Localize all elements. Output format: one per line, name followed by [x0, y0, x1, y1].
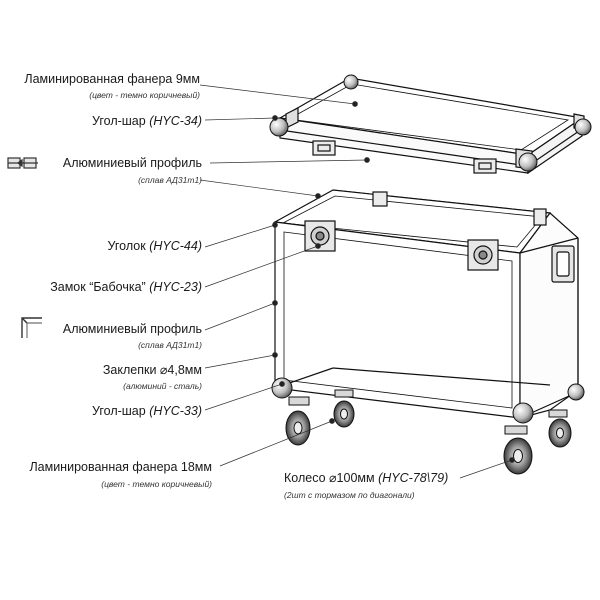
callout-wheel-note: (2шт с тормазом по диагонали) [284, 490, 415, 500]
callout-aluminium-profile-1-label: Алюминиевый профиль [62, 156, 202, 170]
callout-ball-corner-33-label: Угол-шар (HYC-33) [91, 404, 202, 418]
callout-plywood-9mm-label: Ламинированная фанера 9мм [24, 72, 200, 86]
lid-corner-ball-icon [269, 117, 289, 137]
callout-corner-44-label: Уголок (HYC-44) [107, 239, 202, 253]
corner-profile-section-icon [21, 317, 42, 338]
caster-front-left-icon [285, 396, 311, 446]
lid-corner-ball-icon [343, 74, 359, 90]
body-corner-ball-icon [271, 377, 293, 399]
callout-plywood-9mm-note: (цвет - темно коричневый) [89, 90, 200, 100]
callout-aluminium-profile-2-label: Алюминиевый профиль [62, 322, 202, 336]
lid-corner-ball-icon [518, 152, 538, 172]
callout-rivets-label: Заклепки ⌀4,8мм [102, 363, 202, 377]
case-body [273, 189, 579, 419]
callout-plywood-18mm-note: (цвет - темно коричневый) [101, 479, 212, 489]
leader-lines [199, 84, 515, 479]
callout-ball-corner-34-label: Угол-шар (HYC-34) [91, 114, 202, 128]
callout-plywood-18mm-label: Ламинированная фанера 18мм [29, 460, 212, 474]
body-corner-ball-icon [567, 383, 585, 401]
callout-rivets-note: (алюминий - сталь) [123, 381, 202, 391]
casters [285, 389, 572, 475]
caster-back-left-icon [333, 389, 355, 428]
butterfly-lock-right-icon [467, 239, 499, 271]
caster-back-right-icon [548, 409, 572, 448]
lid-corner-ball-icon [574, 118, 592, 136]
callout-aluminium-profile-1-note: (сплав АД31т1) [138, 175, 202, 185]
caster-front-right-icon [503, 425, 533, 475]
lid-latch-left-icon [312, 140, 336, 156]
profile-section-icon [7, 157, 38, 169]
case-lid [278, 77, 585, 175]
lid-latch-right-icon [473, 158, 497, 174]
body-corner-ball-icon [512, 402, 534, 424]
callout-aluminium-profile-2-note: (сплав АД31т1) [138, 340, 202, 350]
callout-butterfly-lock-label: Замок “Бабочка” (HYC-23) [50, 280, 202, 294]
callout-wheel-label: Колесо ⌀100мм (HYC-78\79) [284, 471, 449, 485]
